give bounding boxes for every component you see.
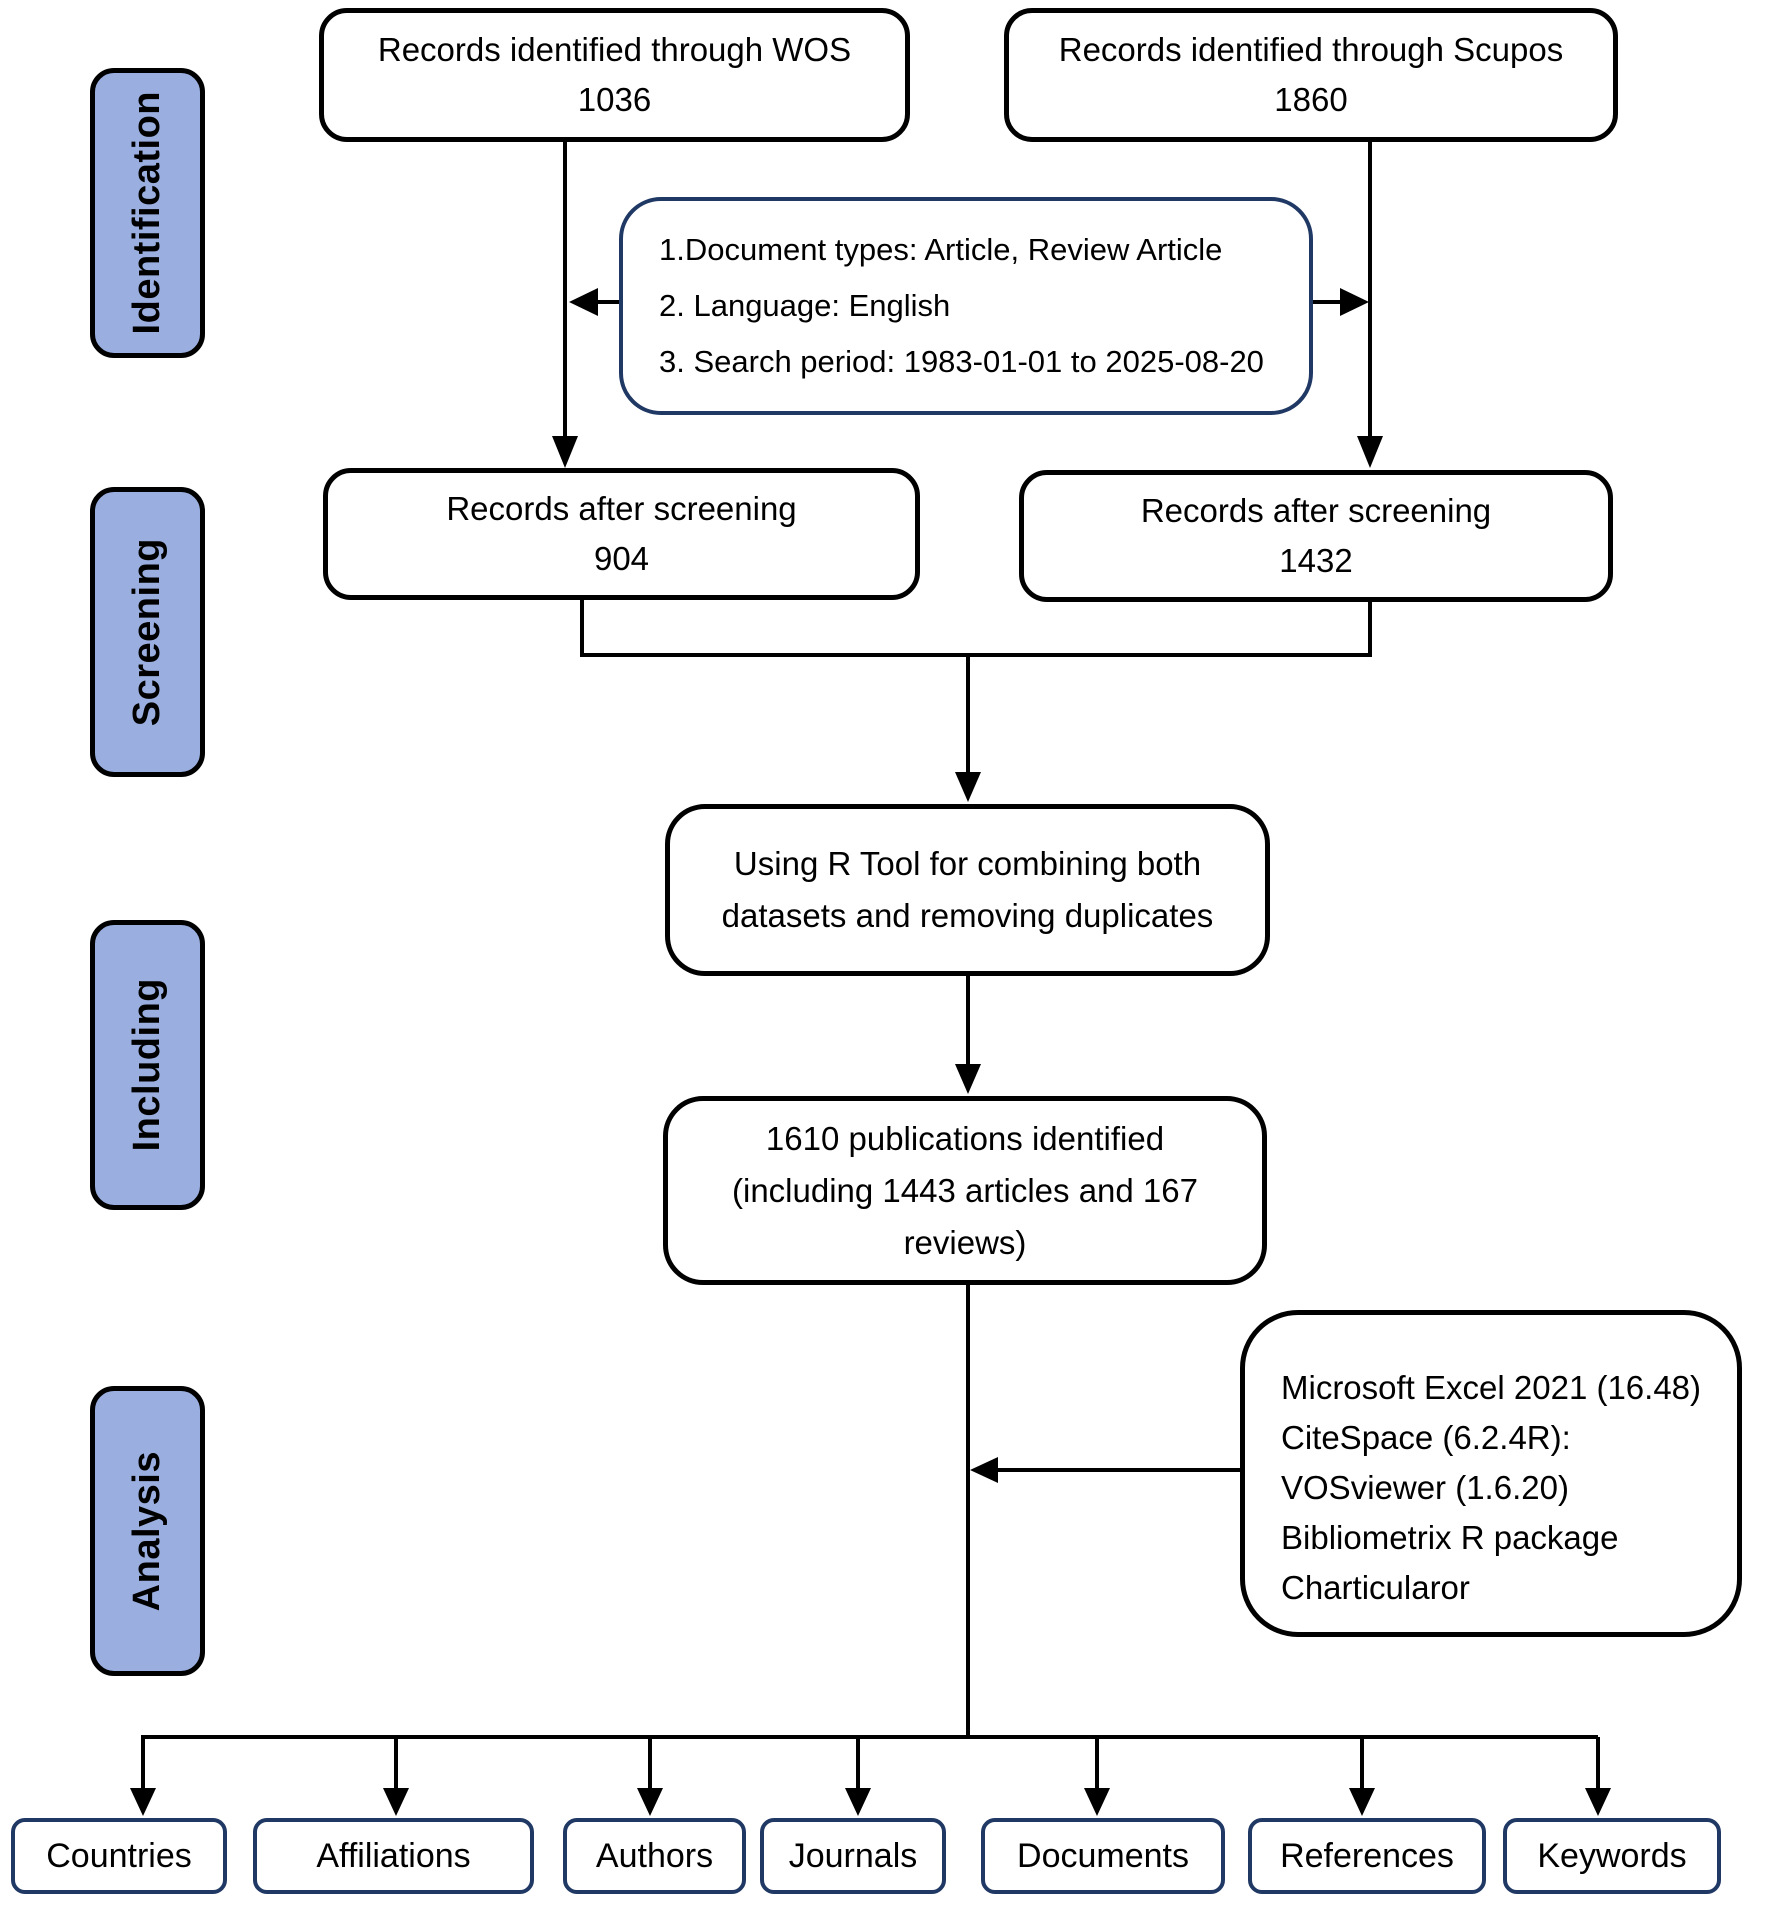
criteria-item: 1.Document types: Article, Review Articl… [659, 232, 1223, 267]
box-merge-dedupe: Using R Tool for combining both datasets… [665, 804, 1270, 976]
box-count: 1036 [577, 81, 652, 118]
box-count: 1860 [1274, 81, 1348, 118]
arrow-down-icon [955, 772, 981, 802]
box-output-journals: Journals [760, 1818, 946, 1894]
box-output-affiliations: Affiliations [253, 1818, 534, 1894]
arrow-down-icon [1585, 1788, 1611, 1816]
arrowheads [130, 288, 1611, 1816]
box-analysis-tools: Microsoft Excel 2021 (16.48) CiteSpace (… [1240, 1310, 1742, 1637]
arrow-down-icon [383, 1788, 409, 1816]
arrow-left-icon [569, 288, 598, 316]
box-count: 904 [593, 540, 650, 577]
tool-item: VOSviewer (1.6.20) [1281, 1469, 1569, 1506]
connector-lines [141, 140, 1600, 1788]
arrow-down-icon [845, 1788, 871, 1816]
tool-item: Microsoft Excel 2021 (16.48) [1281, 1369, 1702, 1406]
box-criteria: 1.Document types: Article, Review Articl… [619, 197, 1313, 415]
tool-item: CiteSpace (6.2.4R): [1281, 1419, 1571, 1456]
arrow-down-icon [1349, 1788, 1375, 1816]
arrow-down-icon [552, 436, 578, 468]
box-wos-screened: Records after screening 904 [323, 468, 920, 600]
box-text: Using R Tool for combining both datasets… [721, 845, 1214, 934]
stage-label: Analysis [126, 1450, 168, 1612]
arrow-down-icon [1084, 1788, 1110, 1816]
box-records-scopus: Records identified through Scupos 1860 [1004, 8, 1618, 142]
stage-label: Screening [126, 537, 168, 727]
stage-analysis: Analysis [90, 1386, 205, 1676]
box-scopus-screened: Records after screening 1432 [1019, 470, 1613, 602]
criteria-item: 3. Search period: 1983-01-01 to 2025-08-… [659, 344, 1264, 379]
box-text: 1610 publications identified (including … [732, 1119, 1198, 1261]
line-merge [580, 598, 1372, 657]
box-output-documents: Documents [981, 1818, 1225, 1894]
arrow-left-icon [970, 1457, 998, 1483]
box-text: Records after screening [446, 490, 797, 527]
criteria-item: 2. Language: English [659, 288, 951, 323]
box-text: Records identified through Scupos [1058, 31, 1564, 68]
stage-including: Including [90, 920, 205, 1210]
box-included-publications: 1610 publications identified (including … [663, 1096, 1267, 1285]
arrow-down-icon [1357, 436, 1383, 468]
box-text: Records identified through WOS [377, 31, 852, 68]
box-records-wos: Records identified through WOS 1036 [319, 8, 910, 142]
stage-screening: Screening [90, 487, 205, 777]
tool-item: Charticularor [1281, 1569, 1470, 1606]
stage-identification: Identification [90, 68, 205, 358]
box-output-authors: Authors [563, 1818, 746, 1894]
box-output-references: References [1248, 1818, 1486, 1894]
stage-label: Identification [126, 91, 168, 335]
tool-item: Bibliometrix R package [1281, 1519, 1619, 1556]
arrow-down-icon [637, 1788, 663, 1816]
arrow-down-icon [130, 1788, 156, 1816]
stage-label: Including [126, 978, 168, 1152]
arrow-right-icon [1340, 288, 1369, 316]
box-output-countries: Countries [11, 1818, 227, 1894]
box-output-keywords: Keywords [1503, 1818, 1721, 1894]
arrow-down-icon [955, 1064, 981, 1094]
box-text: Records after screening [1140, 492, 1492, 529]
box-count: 1432 [1279, 542, 1353, 579]
